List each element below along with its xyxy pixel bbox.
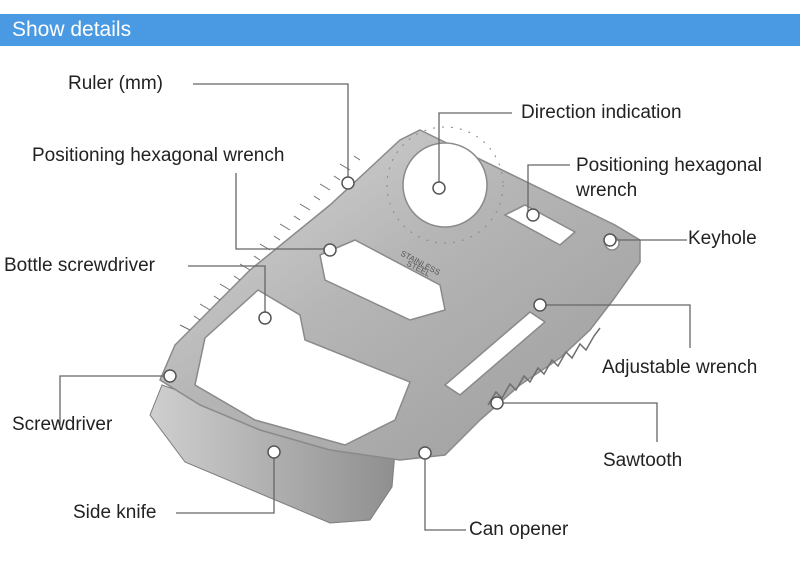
leader-screwdriver bbox=[59, 375, 170, 425]
dot-keyhole bbox=[603, 233, 617, 247]
header-banner: Show details bbox=[0, 14, 800, 46]
header-title[interactable]: Show details bbox=[12, 18, 132, 41]
label-hex-wrench-right-1: Positioning hexagonal bbox=[576, 155, 762, 176]
dot-ruler bbox=[341, 176, 355, 190]
leader-ruler bbox=[193, 83, 349, 182]
dot-side-knife bbox=[267, 445, 281, 459]
leader-can-opener bbox=[424, 453, 466, 531]
dot-bottle bbox=[258, 311, 272, 325]
label-direction: Direction indication bbox=[521, 102, 682, 123]
leader-hex-right bbox=[527, 164, 570, 215]
dot-hex-left bbox=[323, 243, 337, 257]
bottle-opener-slot bbox=[319, 239, 446, 321]
compass-dial bbox=[386, 126, 504, 244]
label-can-opener: Can opener bbox=[469, 519, 569, 540]
dot-adjustable bbox=[533, 298, 547, 312]
card-window bbox=[194, 289, 411, 446]
label-screwdriver: Screwdriver bbox=[12, 414, 113, 435]
label-keyhole: Keyhole bbox=[688, 228, 757, 249]
label-adjustable-wrench: Adjustable wrench bbox=[602, 357, 758, 378]
leader-hex-left bbox=[235, 173, 325, 250]
label-hex-wrench-right-2: wrench bbox=[576, 180, 638, 201]
leader-dots bbox=[163, 176, 617, 460]
label-sawtooth: Sawtooth bbox=[603, 450, 683, 471]
label-ruler: Ruler (mm) bbox=[68, 73, 163, 94]
hex-slot bbox=[503, 204, 577, 246]
leader-lines bbox=[59, 83, 691, 531]
leader-direction bbox=[438, 112, 512, 188]
dot-sawtooth bbox=[490, 396, 504, 410]
dot-screwdriver bbox=[163, 369, 177, 383]
leader-side-knife bbox=[176, 453, 275, 514]
leader-bottle bbox=[188, 265, 266, 316]
ruler-ticks bbox=[179, 155, 361, 331]
dot-can-opener bbox=[418, 446, 432, 460]
dot-hex-right bbox=[526, 208, 540, 222]
sawtooth-edge bbox=[487, 327, 601, 406]
leader-sawtooth bbox=[497, 402, 658, 442]
dot-direction bbox=[432, 181, 446, 195]
wrench-slot bbox=[443, 311, 547, 396]
label-hex-wrench-left: Positioning hexagonal wrench bbox=[32, 145, 285, 166]
label-bottle-screwdriver: Bottle screwdriver bbox=[4, 255, 155, 276]
label-side-knife: Side knife bbox=[73, 502, 157, 523]
leader-adjustable bbox=[540, 304, 691, 348]
multitool-card: STAINLESS STEEL bbox=[149, 126, 641, 524]
